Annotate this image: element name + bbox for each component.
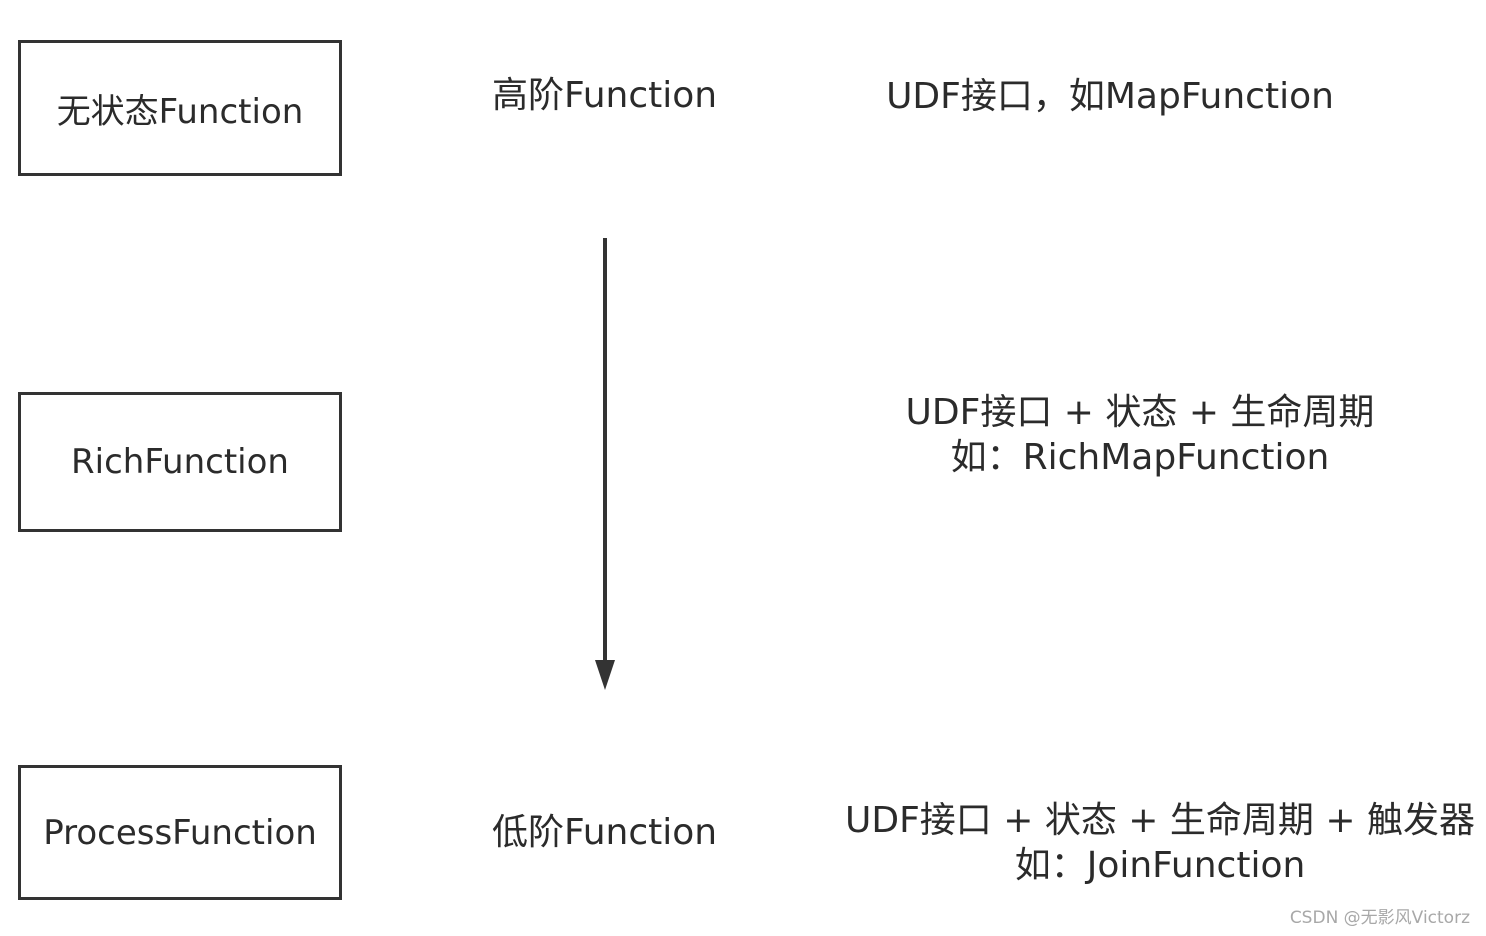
process-description-line-1: UDF接口 + 状态 + 生命周期 + 触发器 (845, 800, 1475, 841)
down-arrow-icon (595, 238, 615, 690)
rich-function-label: RichFunction (71, 442, 289, 482)
stateless-function-description: UDF接口，如MapFunction (880, 74, 1340, 119)
watermark: CSDN @无影风Victorz (1289, 908, 1470, 928)
stateless-function-box: 无状态Function (18, 40, 342, 176)
high-level-label: 高阶Function (492, 75, 718, 116)
rich-function-description: UDF接口 + 状态 + 生命周期 如：RichMapFunction (880, 390, 1400, 480)
rich-description-line-2: 如：RichMapFunction (950, 437, 1330, 478)
process-function-box: ProcessFunction (18, 765, 342, 900)
rich-description-line-1: UDF接口 + 状态 + 生命周期 (905, 392, 1375, 433)
stateless-function-label: 无状态Function (56, 91, 304, 132)
low-level-label: 低阶Function (492, 812, 718, 853)
process-description-line-2: 如：JoinFunction (1014, 845, 1306, 886)
arrow-head (595, 660, 615, 690)
process-function-label: ProcessFunction (43, 812, 317, 853)
process-function-description: UDF接口 + 状态 + 生命周期 + 触发器 如：JoinFunction (845, 798, 1475, 888)
stateless-description-line: UDF接口，如MapFunction (886, 76, 1334, 117)
rich-function-box: RichFunction (18, 392, 342, 532)
